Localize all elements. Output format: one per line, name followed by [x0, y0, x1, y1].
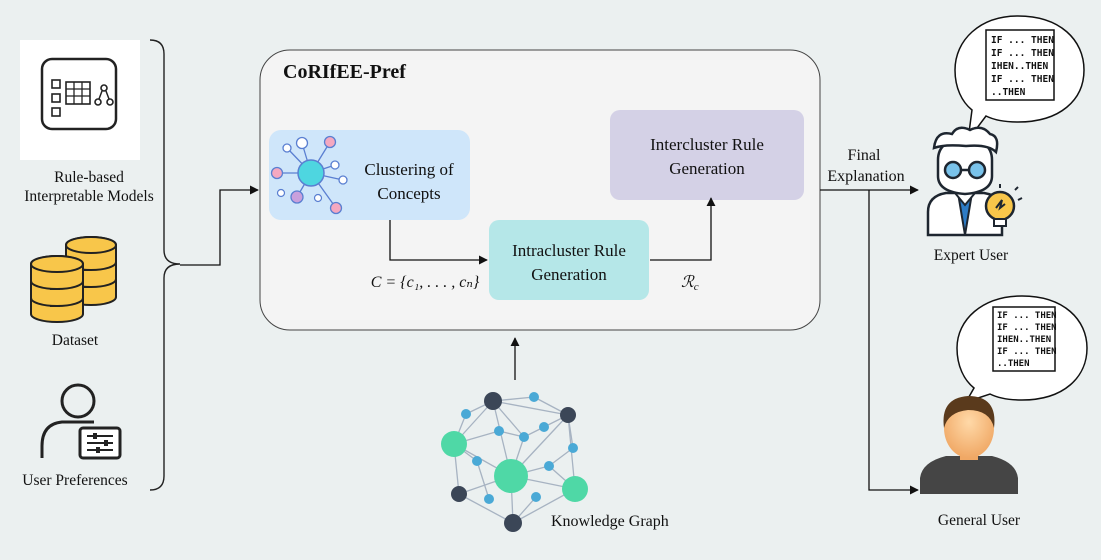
dataset-input: Dataset [30, 236, 117, 349]
knowledge-graph-label: Knowledge Graph [551, 513, 669, 530]
general-bubble-line-4: IF ... THEN [997, 347, 1057, 357]
expert-user-label: Expert User [934, 247, 1009, 264]
intercluster-label-line2: Generation [669, 159, 745, 178]
general-bubble-line-1: IF ... THEN [997, 311, 1057, 321]
knowledge-graph-icon [441, 392, 588, 532]
final-explanation-line1: Final [848, 147, 881, 164]
expert-bubble-line-3: IHEN..THEN [991, 61, 1048, 72]
final-explanation-line2: Explanation [827, 168, 904, 185]
rule-model-icon [40, 57, 118, 131]
cluster-network-icon [270, 135, 348, 215]
general-user-label: General User [938, 512, 1021, 529]
expert-bubble-line-1: IF ... THEN [991, 35, 1054, 46]
intracluster-label-line2: Generation [531, 265, 607, 284]
clustering-label-line2: Concepts [377, 184, 440, 203]
database-icon [30, 236, 117, 323]
user-prefs-label: User Preferences [22, 472, 127, 489]
intracluster-to-intercluster-arrow [650, 197, 716, 261]
user-settings-icon [40, 383, 122, 460]
concepts-set-label: C = {c₁, . . . , cₙ} [371, 274, 480, 291]
rules-symbol: ℛ [681, 274, 695, 291]
general-bubble-line-3: IHEN..THEN [997, 335, 1051, 345]
expert-bubble-line-4: IF ... THEN [991, 74, 1054, 85]
intercluster-box [610, 110, 804, 200]
rules-subscript: c [694, 281, 699, 293]
rule-models-input: Rule-based Interpretable Models [20, 40, 154, 205]
general-bubble-line-5: ..THEN [997, 359, 1030, 369]
expert-bubble-line-2: IF ... THEN [991, 48, 1054, 59]
general-speech-bubble: IF ... THEN IF ... THEN IHEN..THEN IF ..… [956, 295, 1088, 404]
intracluster-label-line1: Intracluster Rule [512, 241, 626, 260]
general-bubble-line-2: IF ... THEN [997, 323, 1057, 333]
framework-to-general-arrow [868, 190, 919, 495]
intracluster-box [489, 220, 649, 300]
rule-models-label-line1: Rule-based [54, 169, 124, 186]
expert-bubble-line-5: ..THEN [991, 87, 1026, 98]
clustering-to-intracluster-arrow [389, 220, 488, 265]
user-prefs-input: User Preferences [22, 383, 128, 489]
inputs-to-framework-arrow [180, 185, 259, 266]
general-user-icon [920, 396, 1018, 494]
expert-speech-bubble: IF ... THEN IF ... THEN IHEN..THEN IF ..… [954, 15, 1085, 143]
dataset-label: Dataset [52, 332, 99, 349]
rules-set-label: ℛc [681, 274, 699, 293]
clustering-label-line1: Clustering of [364, 160, 454, 179]
inputs-brace [149, 39, 181, 491]
intercluster-label-line1: Intercluster Rule [650, 135, 764, 154]
expert-user-icon [926, 126, 1023, 237]
rule-models-label-line2: Interpretable Models [24, 188, 154, 205]
framework-title: CoRIfEE-Pref [283, 61, 406, 83]
